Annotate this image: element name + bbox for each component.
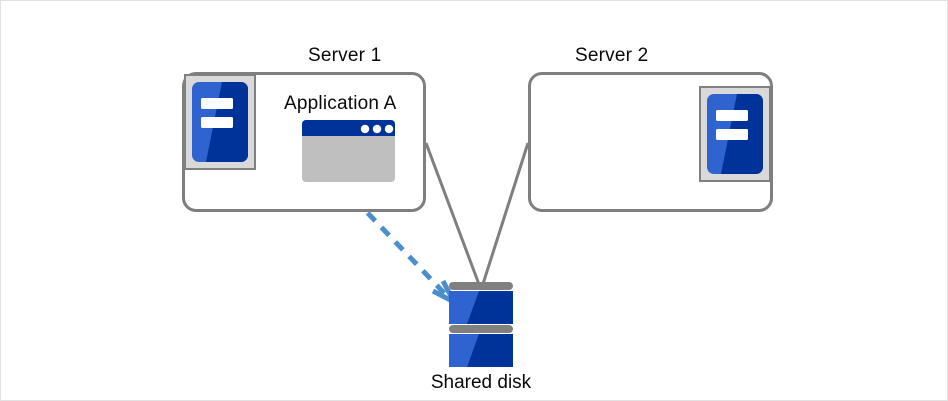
server2-title: Server 2 — [575, 45, 649, 66]
disk-separator — [449, 282, 513, 290]
shared-disk-icon[interactable] — [445, 279, 517, 371]
window-dot — [372, 124, 382, 134]
server1-title: Server 1 — [308, 45, 382, 66]
connector-server2-disk — [480, 142, 530, 288]
disk-separator — [449, 325, 513, 333]
shared-disk-label: Shared disk — [430, 372, 532, 393]
server1-icon-frame — [184, 74, 256, 170]
window-dot — [360, 124, 370, 134]
server2-icon-frame — [699, 86, 771, 182]
window-dot — [384, 124, 394, 134]
application-a-label: Application A — [284, 93, 397, 114]
connector-server1-disk — [424, 142, 482, 288]
server-icon — [192, 82, 248, 162]
server-icon — [707, 94, 763, 174]
application-window-icon[interactable] — [302, 120, 395, 182]
